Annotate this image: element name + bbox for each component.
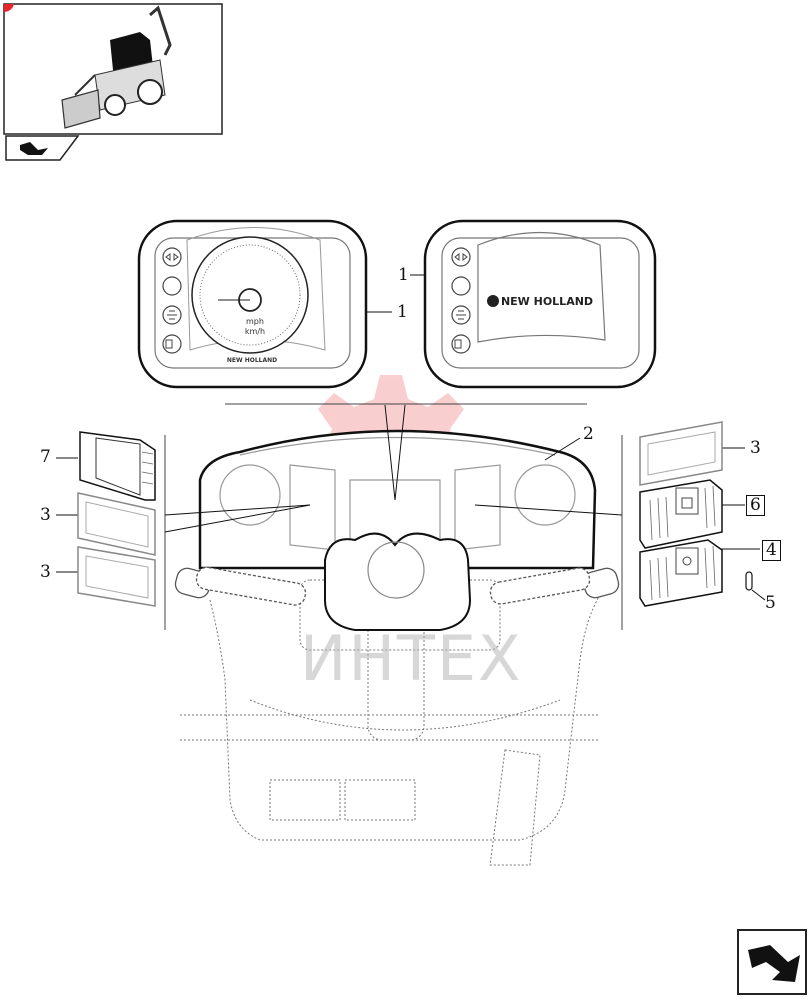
part-3-label-left-lower	[77, 546, 156, 607]
part-3-label-right	[639, 421, 723, 486]
watermark-text: ИНТЕХ	[300, 622, 523, 695]
dashboard-pod-detail	[219, 436, 576, 556]
part-5-lens-clip	[745, 571, 753, 591]
section-tab-icon[interactable]	[5, 135, 80, 161]
callout-3-left-lower: 3	[40, 562, 51, 582]
part-3-label-left-upper	[77, 492, 156, 556]
steering-handles	[174, 566, 620, 606]
callout-2: 2	[583, 424, 594, 444]
guide-lines	[164, 403, 623, 630]
speedo-units-kmh: km/h	[245, 327, 265, 336]
callout-1-right: 1	[398, 265, 409, 285]
callout-5: 5	[765, 593, 776, 613]
part-6-beacon-switch	[639, 479, 723, 549]
part-7-switch	[79, 431, 156, 501]
instrument-cluster-cover	[423, 219, 657, 389]
cluster-left-brand: NEW HOLLAND	[227, 357, 277, 364]
callout-1-left: 1	[397, 302, 408, 322]
callout-3-left-upper: 3	[40, 505, 51, 525]
backhoe-loader-thumbnail-icon	[3, 3, 223, 135]
next-page-arrow-icon[interactable]	[737, 929, 807, 995]
instrument-cluster-speedometer	[137, 219, 368, 389]
part-4-light-switch	[639, 539, 723, 607]
callout-7: 7	[40, 447, 51, 467]
speedo-units-mph: mph	[246, 317, 264, 326]
callout-6: 6	[746, 495, 765, 516]
steering-hub	[324, 532, 472, 631]
callout-3-right: 3	[750, 438, 761, 458]
leader-lines	[56, 274, 766, 601]
cluster-right-brand: NEW HOLLAND	[501, 295, 593, 308]
callout-4: 4	[762, 540, 781, 561]
